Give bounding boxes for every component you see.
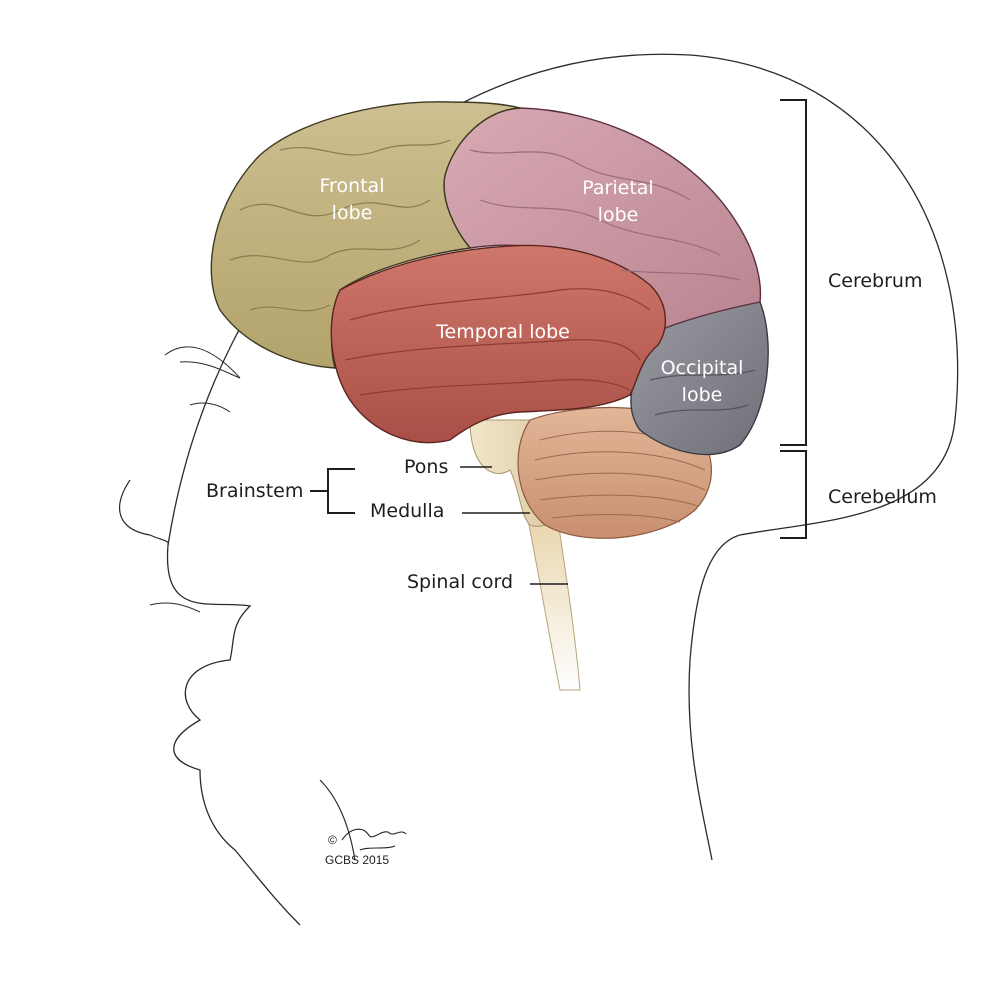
occipital-gyri <box>649 369 756 416</box>
medulla-label: Medulla <box>370 500 444 522</box>
mouth-line <box>149 602 201 613</box>
cerebellum-bracket <box>780 450 807 539</box>
artist-signature <box>341 828 407 851</box>
brainstem-label: Brainstem <box>206 480 303 502</box>
copyright-symbol: © <box>328 833 337 847</box>
pons-label: Pons <box>404 456 448 478</box>
brainstem-bracket <box>310 468 355 514</box>
parietal-lobe-label-line1: Parietal <box>582 177 653 199</box>
parietal-gyri <box>469 149 741 281</box>
face-profile <box>166 544 301 926</box>
eye-brow <box>164 346 241 379</box>
cerebrum-label: Cerebrum <box>828 270 922 292</box>
spinal-cord-label: Spinal cord <box>407 571 513 593</box>
frontal-lobe <box>210 101 521 369</box>
nose-line <box>119 479 169 546</box>
temporal-lobe-label: Temporal lobe <box>435 321 570 343</box>
occipital-lobe-label-line1: Occipital <box>661 357 744 379</box>
cerebellum-label: Cerebellum <box>828 486 937 508</box>
cerebrum-bracket <box>780 99 807 446</box>
cerebellum-folia <box>534 430 706 523</box>
studio-credit: GCBS 2015 <box>325 853 389 867</box>
frontal-gyri <box>229 139 451 312</box>
eye-line <box>189 402 231 413</box>
spinal-cord <box>527 519 581 691</box>
frontal-lobe-label-line1: Frontal <box>320 175 385 197</box>
parietal-lobe-label-line2: lobe <box>598 204 639 226</box>
chin-neck-line <box>319 779 356 861</box>
frontal-lobe-label-line2: lobe <box>332 202 373 224</box>
temporal-gyri <box>344 288 651 396</box>
occipital-lobe-label-line2: lobe <box>682 384 723 406</box>
